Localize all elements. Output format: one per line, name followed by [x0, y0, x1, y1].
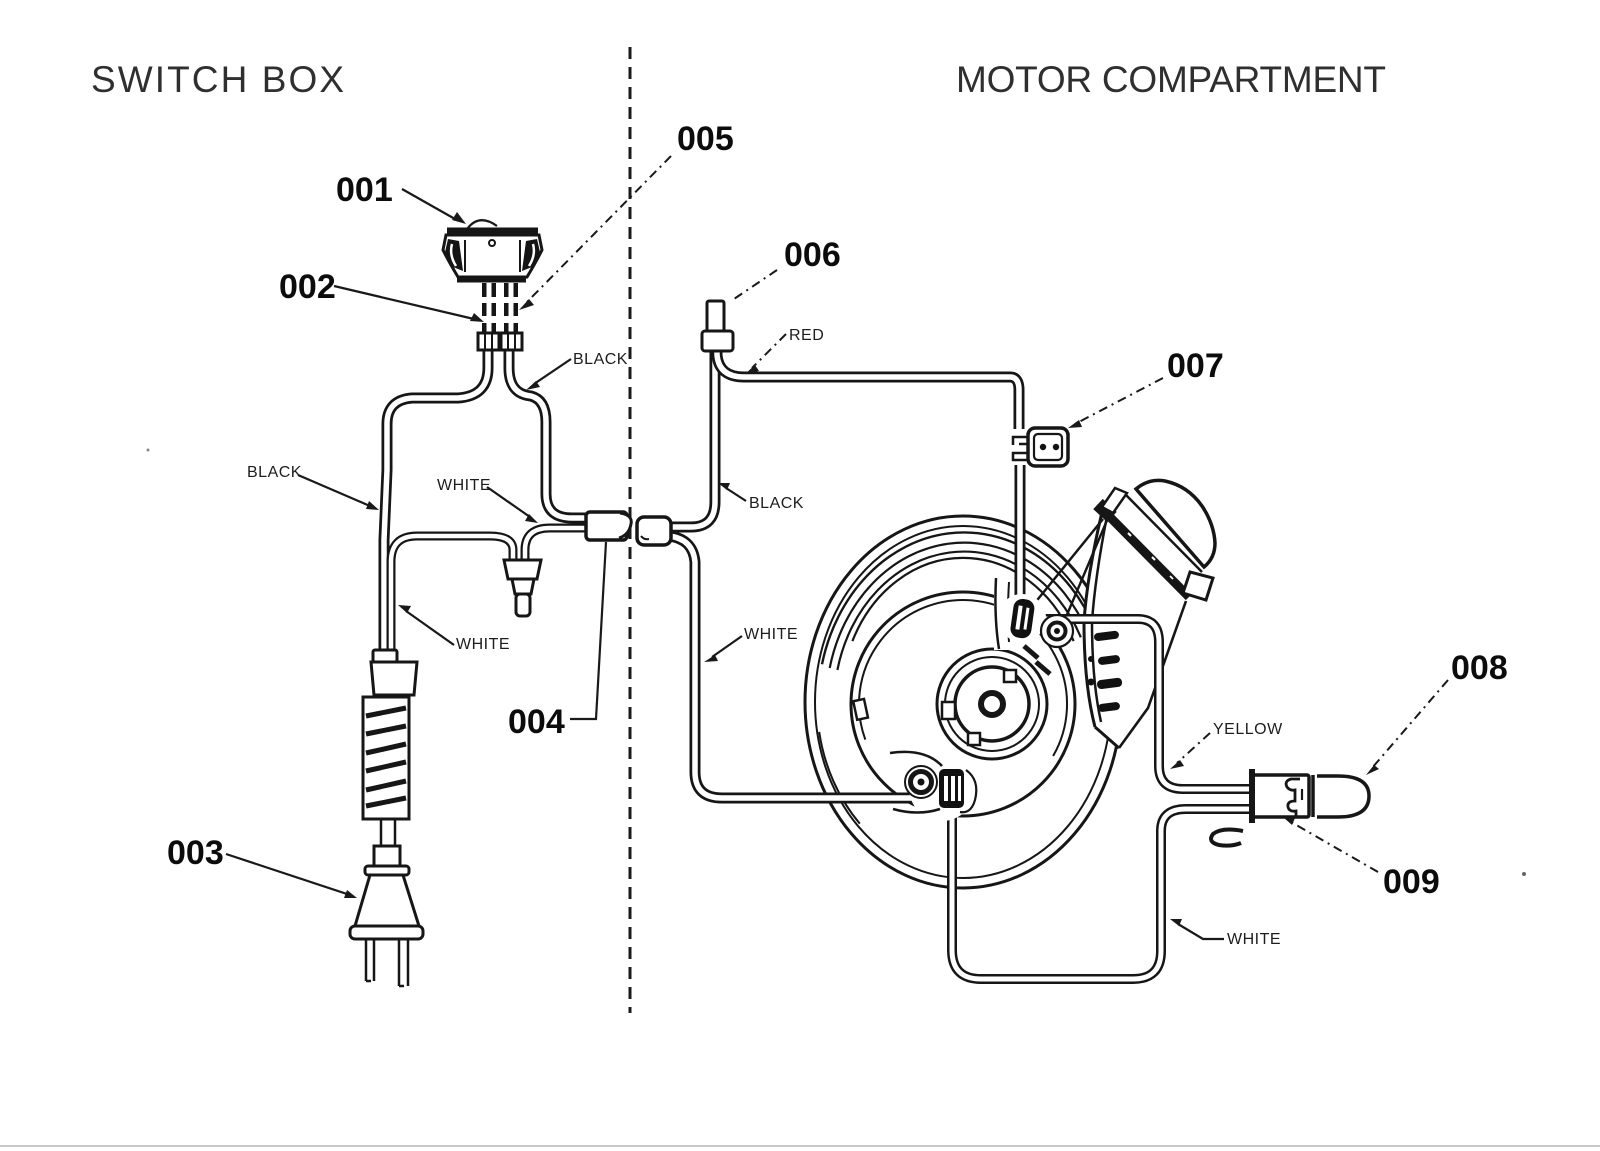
svg-text:BLACK: BLACK [573, 351, 628, 368]
svg-text:005: 005 [677, 120, 734, 158]
svg-text:008: 008 [1451, 649, 1508, 687]
svg-text:WHITE: WHITE [437, 477, 491, 494]
svg-text:009: 009 [1383, 863, 1440, 901]
svg-text:002: 002 [279, 268, 336, 306]
svg-text:RED: RED [789, 327, 824, 344]
svg-text:WHITE: WHITE [744, 626, 798, 643]
svg-text:WHITE: WHITE [456, 636, 510, 653]
svg-text:BLACK: BLACK [247, 464, 302, 481]
svg-text:006: 006 [784, 236, 841, 274]
svg-text:YELLOW: YELLOW [1213, 721, 1283, 738]
svg-text:MOTOR COMPARTMENT: MOTOR COMPARTMENT [956, 59, 1386, 100]
svg-text:003: 003 [167, 834, 224, 872]
svg-text:BLACK: BLACK [749, 495, 804, 512]
svg-text:SWITCH BOX: SWITCH BOX [91, 59, 344, 100]
svg-text:WHITE: WHITE [1227, 931, 1281, 948]
svg-text:007: 007 [1167, 347, 1224, 385]
svg-text:001: 001 [336, 171, 393, 209]
svg-text:004: 004 [508, 703, 565, 741]
